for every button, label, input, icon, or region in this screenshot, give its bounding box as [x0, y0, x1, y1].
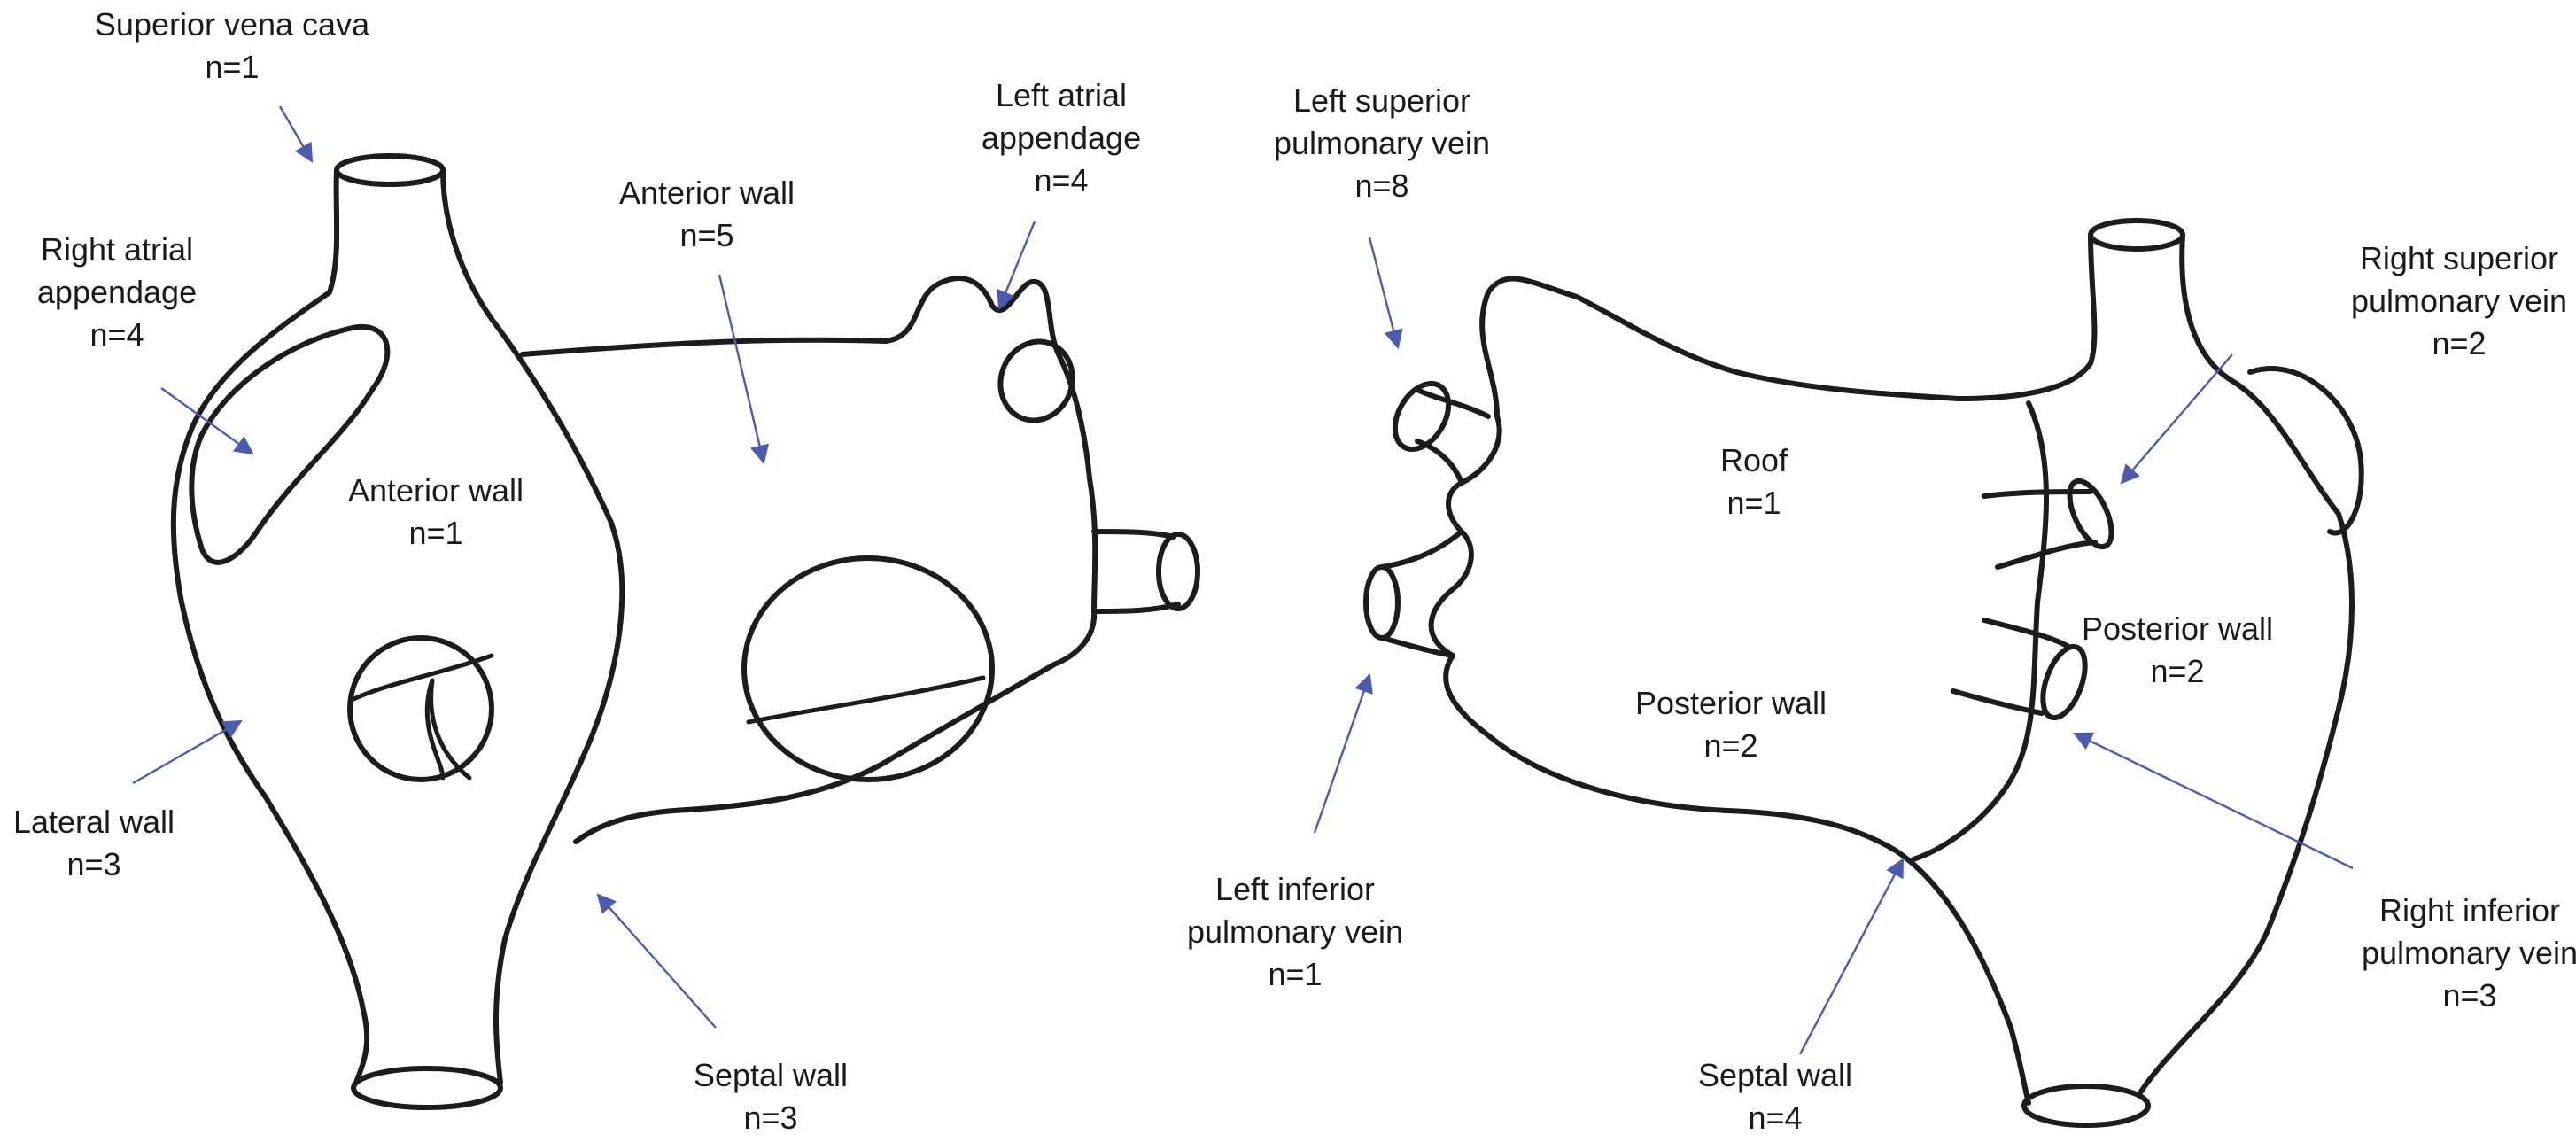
arrow-lipv [1313, 672, 1373, 834]
arrow-ripv [2073, 732, 2354, 870]
pulmonary-vein-opening [1156, 532, 1200, 611]
label-count: n=2 [1703, 727, 1758, 764]
label-name: Posterior wall [2081, 610, 2274, 647]
label-name-line2: pulmonary vein [2350, 283, 2568, 319]
ripv-opening [2040, 643, 2088, 721]
rspv-opening [2067, 478, 2114, 550]
label-posterior-wall-right: Posterior wall n=2 [2082, 608, 2273, 693]
label-count: n=1 [1268, 956, 1323, 992]
label-name: Anterior wall [618, 175, 795, 211]
label-name: Posterior wall [1634, 685, 1827, 721]
svc-opening [334, 153, 446, 187]
label-right-inferior-pulmonary-vein: Right inferior pulmonary vein n=3 [2362, 890, 2576, 1017]
label-left-superior-pulmonary-vein: Left superior pulmonary vein n=8 [1274, 80, 1490, 207]
label-right-superior-pulmonary-vein: Right superior pulmonary vein n=2 [2351, 237, 2567, 365]
left-atrium-anterior-drawing [520, 276, 1200, 844]
label-count: n=5 [679, 217, 734, 253]
label-superior-vena-cava: Superior vena cava n=1 [95, 4, 369, 89]
label-anterior-wall-la: Anterior wall n=5 [619, 172, 795, 257]
arrow-anterior-wall-la [718, 274, 770, 465]
lspv-opening [1392, 381, 1452, 452]
label-count: n=4 [1034, 162, 1089, 198]
label-name: Superior vena cava [94, 6, 370, 43]
arrow-rspv [2120, 353, 2233, 485]
left-atrium-anterior-body [520, 276, 1098, 844]
label-name-line1: Right inferior [2378, 892, 2561, 928]
arrow-septal-wall-left [596, 893, 717, 1029]
left-atrium-posterior-body [1479, 276, 2093, 419]
label-count: n=1 [205, 49, 260, 85]
arrow-lspv [1368, 237, 1403, 350]
arrow-ra-appendage [160, 387, 254, 455]
label-count: n=4 [89, 316, 144, 353]
label-left-inferior-pulmonary-vein: Left inferior pulmonary vein n=1 [1187, 868, 1403, 996]
label-right-atrial-appendage: Right atrial appendage n=4 [37, 229, 197, 356]
label-name-line2: appendage [981, 120, 1142, 156]
label-septal-wall-ra: Septal wall n=3 [694, 1054, 848, 1139]
ivc-opening [351, 1066, 503, 1110]
label-name: Septal wall [693, 1057, 849, 1093]
label-name-line1: Left superior [1292, 82, 1471, 119]
label-posterior-wall-center: Posterior wall n=2 [1635, 682, 1827, 767]
label-name-line1: Right superior [2359, 240, 2559, 276]
label-roof: Roof n=1 [1720, 439, 1788, 524]
label-anterior-wall-ra: Anterior wall n=1 [348, 470, 524, 555]
arrow-lateral-wall [132, 719, 243, 785]
label-name-line2: pulmonary vein [1273, 125, 1491, 161]
label-name: Anterior wall [347, 472, 524, 509]
arrow-svc [278, 105, 314, 163]
right-atrial-appendage-shape [189, 323, 391, 565]
label-count: n=1 [1726, 485, 1781, 521]
label-count: n=3 [2442, 977, 2497, 1014]
label-name: Septal wall [1697, 1057, 1853, 1093]
label-count: n=4 [1748, 1099, 1803, 1136]
mitral-valve [741, 555, 995, 782]
annotation-arrows [132, 105, 2354, 1055]
label-count: n=1 [408, 515, 463, 551]
laa-vein-opening [997, 338, 1075, 423]
label-name: Roof [1719, 442, 1788, 478]
label-name: Lateral wall [12, 804, 175, 840]
label-name-line1: Right atrial [40, 231, 194, 268]
label-count: n=3 [743, 1099, 798, 1136]
label-count: n=2 [2432, 325, 2487, 361]
label-name-line2: appendage [36, 274, 198, 310]
left-atrium-posterior-drawing [1363, 218, 2364, 1128]
right-svc-opening [2088, 218, 2185, 252]
label-name-line1: Left inferior [1214, 871, 1376, 907]
arrow-septal-wall-right [1798, 858, 1905, 1055]
tricuspid-valve [347, 635, 494, 782]
label-name-line1: Left atrial [995, 77, 1128, 113]
lipv-opening [1363, 564, 1401, 641]
label-left-atrial-appendage: Left atrial appendage n=4 [982, 74, 1141, 202]
right-atrium-drawing [170, 153, 625, 1110]
label-lateral-wall: Lateral wall n=3 [13, 801, 175, 886]
label-count: n=3 [66, 846, 121, 882]
label-septal-wall-la: Septal wall n=4 [1698, 1054, 1852, 1139]
right-ivc-opening [2021, 1084, 2151, 1128]
arrow-la-appendage [997, 221, 1036, 310]
label-name-line2: pulmonary vein [1186, 913, 1404, 950]
label-count: n=2 [2150, 653, 2205, 689]
label-count: n=8 [1354, 167, 1409, 204]
label-name-line2: pulmonary vein [2361, 935, 2576, 971]
right-atrium-body [170, 167, 370, 1085]
